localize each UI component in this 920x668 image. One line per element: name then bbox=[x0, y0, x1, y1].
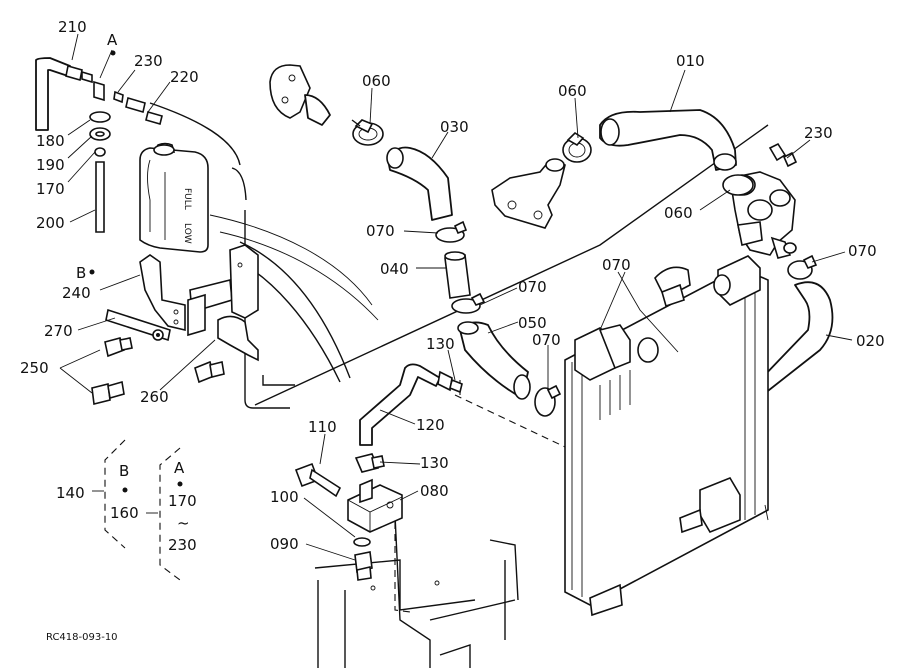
part-labels: 210 A 230 220 180 190 170 200 B 240 270 … bbox=[20, 18, 885, 643]
label-030: 030 bbox=[440, 118, 469, 136]
label-040: 040 bbox=[380, 260, 409, 278]
label-ref-b: B bbox=[76, 264, 86, 282]
label-240: 240 bbox=[62, 284, 91, 302]
label-060-left: 060 bbox=[362, 72, 391, 90]
label-160: 160 bbox=[110, 504, 139, 522]
label-210: 210 bbox=[58, 18, 87, 36]
label-230-left: 230 bbox=[134, 52, 163, 70]
label-170-group: 170 bbox=[168, 492, 197, 510]
tank-full-mark: FULL bbox=[182, 188, 192, 210]
label-ref-a-group: A bbox=[174, 459, 185, 477]
label-200: 200 bbox=[36, 214, 65, 232]
label-110: 110 bbox=[308, 418, 337, 436]
label-220: 220 bbox=[170, 68, 199, 86]
label-230-right: 230 bbox=[804, 124, 833, 142]
washer-100 bbox=[353, 537, 371, 547]
bolt-260 bbox=[194, 360, 225, 384]
label-020: 020 bbox=[856, 332, 885, 350]
label-230-group: 230 bbox=[168, 536, 197, 554]
label-190: 190 bbox=[36, 156, 65, 174]
hose-clamp-060-left bbox=[351, 119, 384, 146]
hose-050 bbox=[457, 321, 531, 400]
label-080: 080 bbox=[420, 482, 449, 500]
label-170: 170 bbox=[36, 180, 65, 198]
radiator bbox=[564, 255, 769, 617]
label-180: 180 bbox=[36, 132, 65, 150]
overflow-pipe bbox=[35, 57, 163, 233]
hose-clamp-070-right bbox=[787, 254, 818, 280]
pipe-120 bbox=[359, 363, 441, 446]
label-260: 260 bbox=[140, 388, 169, 406]
hose-clamp-070-middle bbox=[451, 292, 486, 314]
tank-low-mark: LOW bbox=[182, 223, 192, 244]
hose-clamp-070-lower bbox=[534, 384, 562, 417]
hose-clamp-060-center bbox=[562, 131, 592, 163]
label-120: 120 bbox=[416, 416, 445, 434]
reference-dots bbox=[89, 50, 183, 493]
label-130-lower: 130 bbox=[420, 454, 449, 472]
label-060-center: 060 bbox=[558, 82, 587, 100]
drain-plug-090 bbox=[354, 551, 373, 581]
pipe-040 bbox=[444, 251, 471, 299]
stay-rod bbox=[105, 308, 171, 342]
label-ref-b-group: B bbox=[119, 462, 129, 480]
label-070-lower: 070 bbox=[532, 331, 561, 349]
hose-clamp-070-upper bbox=[435, 220, 468, 243]
label-250: 250 bbox=[20, 359, 49, 377]
label-010: 010 bbox=[676, 52, 705, 70]
water-outlet-flange bbox=[491, 158, 566, 229]
label-060-right: 060 bbox=[664, 204, 693, 222]
recovery-tank: FULL LOW bbox=[139, 142, 209, 253]
plug-230-right bbox=[768, 142, 798, 168]
label-270: 270 bbox=[44, 322, 73, 340]
label-070-upper: 070 bbox=[366, 222, 395, 240]
label-100: 100 bbox=[270, 488, 299, 506]
label-140: 140 bbox=[56, 484, 85, 502]
label-tilde: ~ bbox=[177, 514, 190, 532]
drawing-code: RC418-093-10 bbox=[46, 632, 118, 643]
hose-010 bbox=[599, 109, 737, 171]
drain-block-080 bbox=[347, 478, 403, 533]
engine-outline bbox=[149, 102, 769, 668]
label-050: 050 bbox=[518, 314, 547, 332]
label-130-upper: 130 bbox=[426, 335, 455, 353]
hose-clamp-060-right bbox=[722, 174, 754, 196]
thermostat-cover bbox=[269, 64, 331, 126]
joint-bolt-130-upper bbox=[437, 370, 463, 394]
label-leaders bbox=[59, 33, 853, 581]
hose-030 bbox=[386, 146, 453, 221]
joint-bolt-110 bbox=[294, 462, 342, 498]
bolts-250 bbox=[91, 337, 133, 405]
label-070-middle: 070 bbox=[518, 278, 547, 296]
joint-bolt-130-lower bbox=[354, 453, 385, 473]
label-090: 090 bbox=[270, 535, 299, 553]
label-070-radiator: 070 bbox=[602, 256, 631, 274]
label-070-right: 070 bbox=[848, 242, 877, 260]
label-ref-a-top: A bbox=[107, 31, 118, 49]
tank-bracket bbox=[139, 244, 259, 362]
